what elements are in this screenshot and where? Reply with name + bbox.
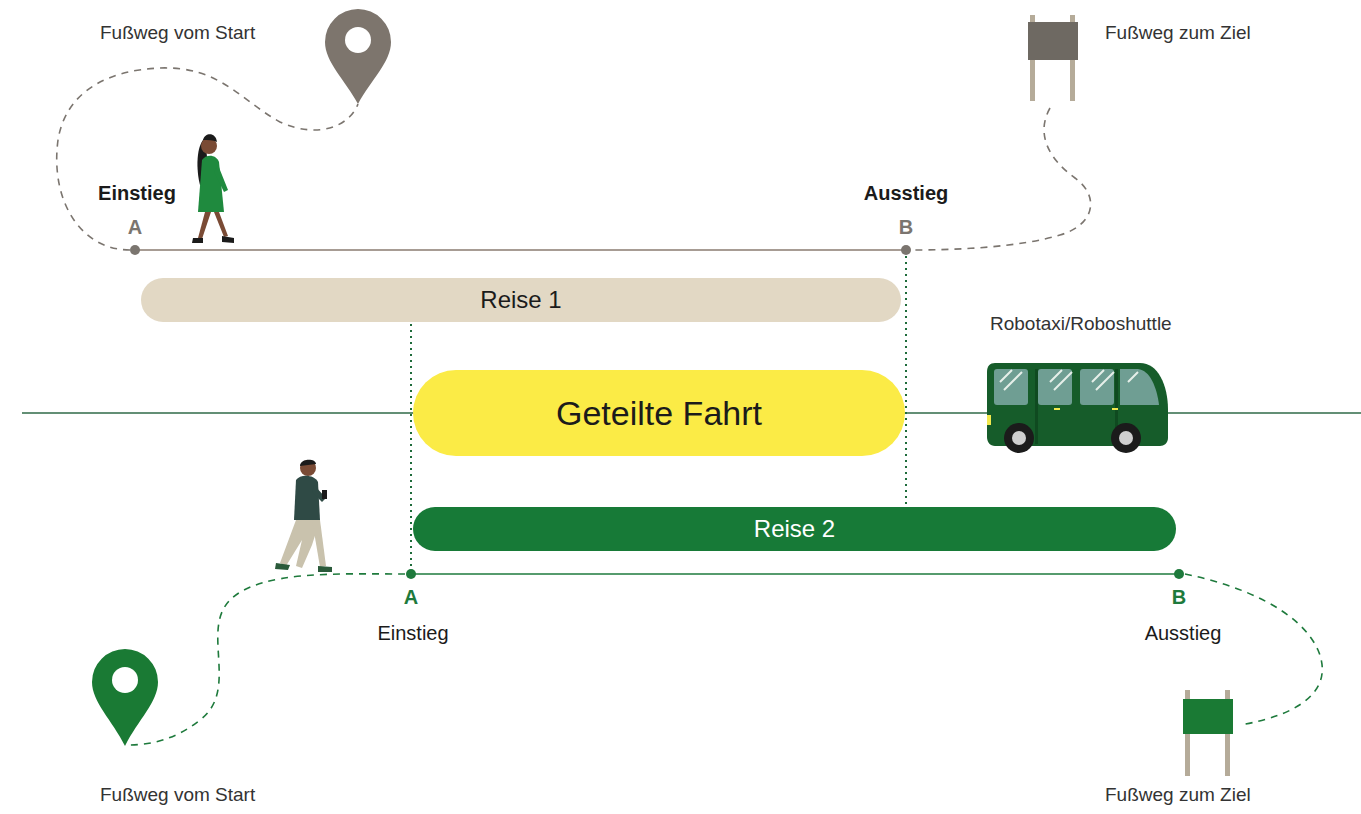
sign-board [1028, 22, 1078, 60]
location-pin [112, 667, 138, 693]
trip-band: Reise 2 [413, 507, 1176, 551]
walk-path [57, 68, 358, 250]
dotted-guide [410, 324, 412, 568]
stop-dot [130, 245, 140, 255]
band-label: Reise 1 [480, 286, 561, 314]
stop-dot [901, 245, 911, 255]
location-pin [345, 27, 371, 53]
walk-path [128, 574, 405, 745]
dotted-guide [905, 256, 907, 506]
location-pin [92, 649, 158, 746]
stop-label: Ausstieg [864, 182, 948, 205]
stop-letter: B [1172, 586, 1186, 609]
walk-label: Fußweg zum Ziel [1105, 784, 1251, 806]
stop-label: Einstieg [98, 182, 176, 205]
band-label: Geteilte Fahrt [556, 394, 762, 433]
walk-label: Fußweg vom Start [100, 784, 255, 806]
stop-dot [406, 569, 416, 579]
shared-ride-pill: Geteilte Fahrt [413, 370, 905, 456]
stop-label: Ausstieg [1145, 622, 1222, 645]
stop-letter: B [899, 216, 913, 239]
stop-label: Einstieg [377, 622, 448, 645]
walk-label: Fußweg vom Start [100, 22, 255, 44]
pedestrian-woman [192, 134, 234, 243]
stop-letter: A [404, 586, 418, 609]
shuttle-vehicle [987, 363, 1168, 453]
trip-band: Reise 1 [141, 278, 901, 322]
pedestrian-man [275, 460, 332, 572]
sign-board [1183, 699, 1233, 734]
stop-letter: A [128, 216, 142, 239]
location-pin [325, 9, 391, 104]
walk-label: Fußweg zum Ziel [1105, 22, 1251, 44]
trip-line [135, 249, 906, 251]
vehicle-label: Robotaxi/Roboshuttle [990, 313, 1172, 335]
walk-path [912, 108, 1091, 250]
band-label: Reise 2 [754, 515, 835, 543]
trip-line [411, 573, 1179, 575]
stop-dot [1174, 569, 1184, 579]
